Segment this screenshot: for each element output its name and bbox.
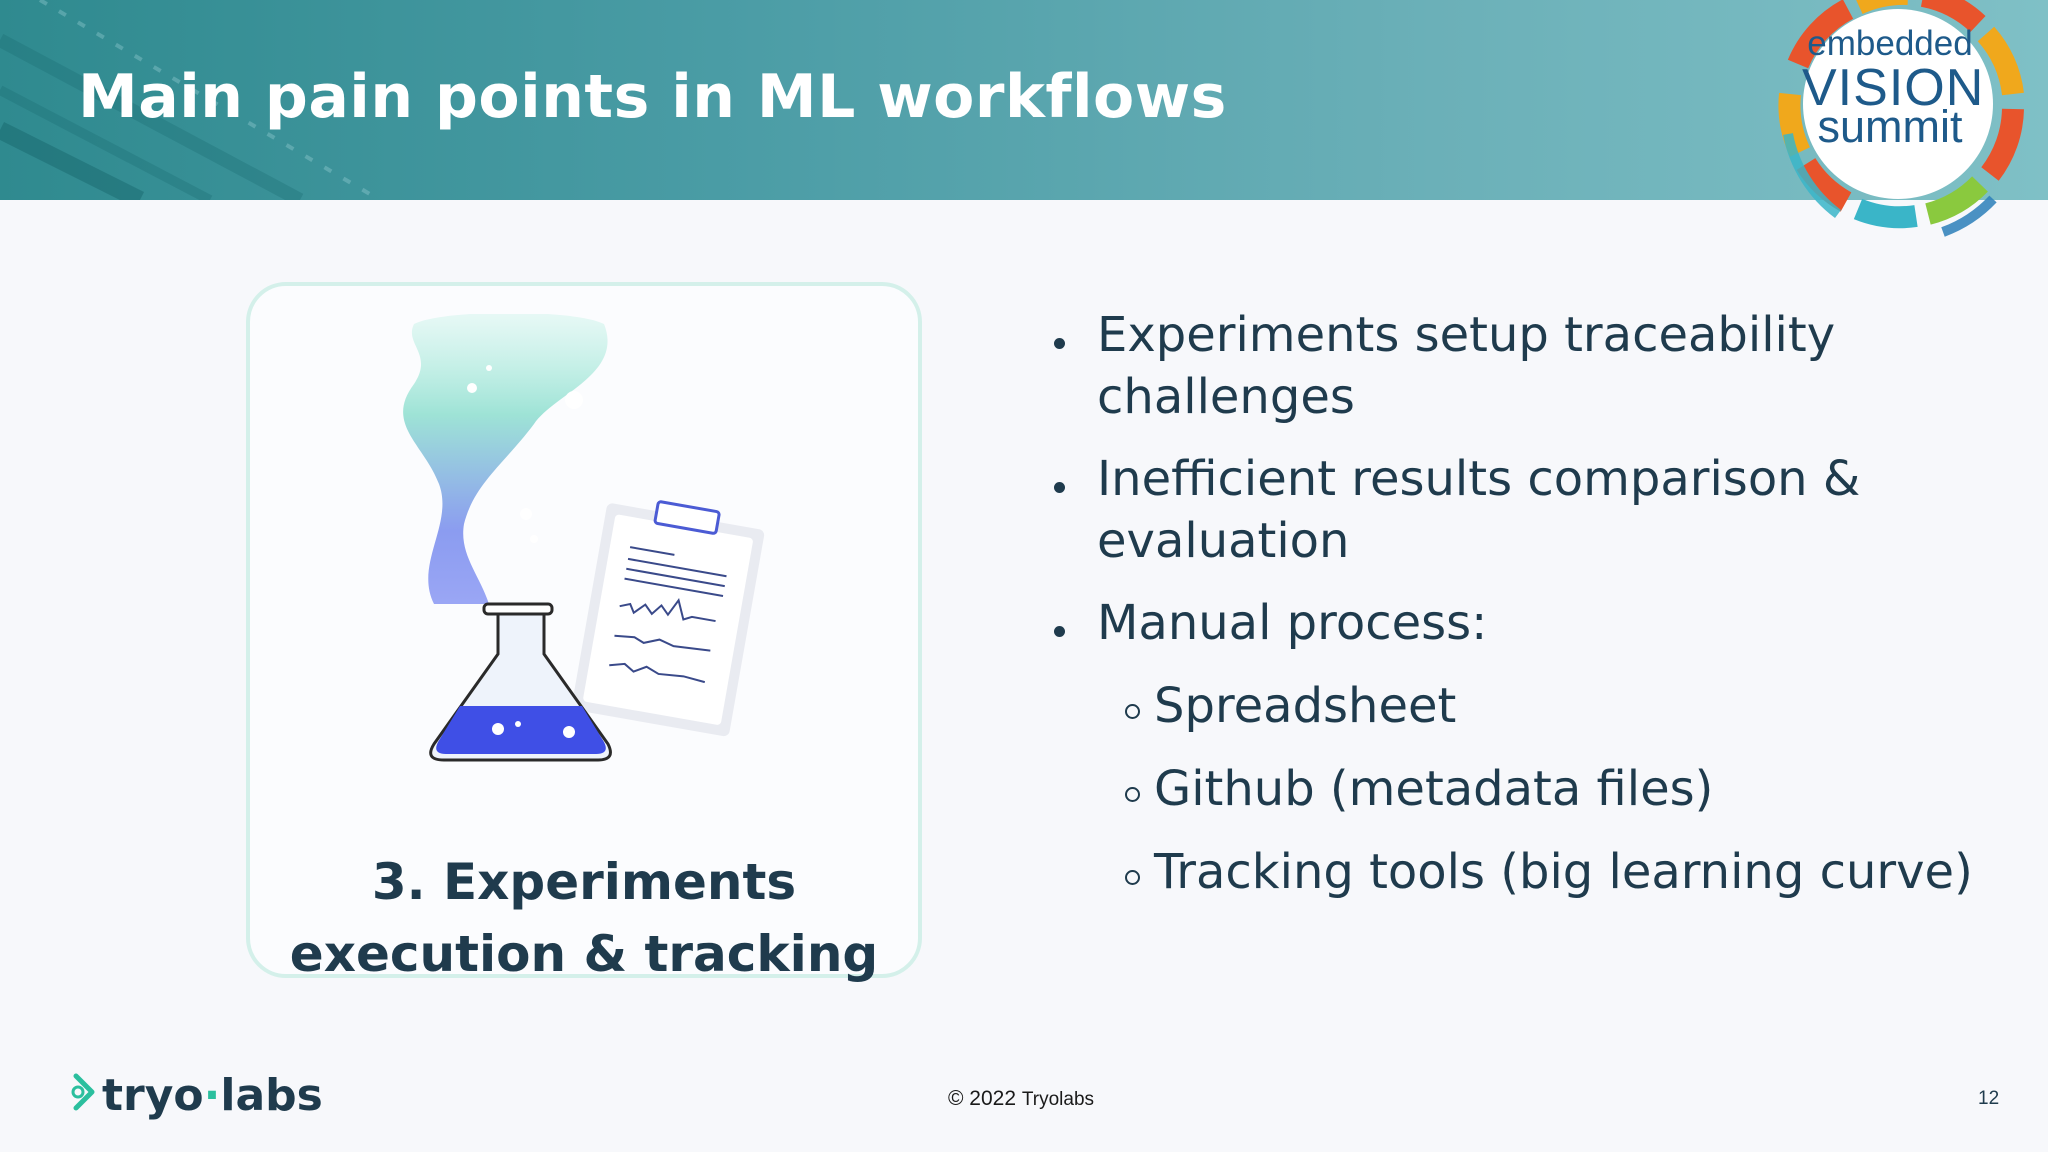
sub-bullet-circle-icon: [1125, 787, 1140, 802]
bullet-1-line2: challenges: [1097, 369, 1355, 425]
sub-bullet-1: Spreadsheet: [1154, 678, 1457, 734]
tryolabs-logo-part2: labs: [220, 1070, 323, 1121]
bullet-dot-icon: [1054, 338, 1065, 349]
summit-logo-line3: summit: [1817, 101, 1963, 152]
copyright-notice: © 2022 Tryolabs: [948, 1087, 1094, 1111]
tryolabs-logo-icon: [71, 1073, 95, 1111]
slide-title: Main pain points in ML workflows: [78, 62, 1227, 132]
tryolabs-logo-part1: tryo: [102, 1070, 204, 1121]
sub-bullet-3: Tracking tools (big learning curve): [1154, 844, 1973, 900]
sub-bullet-circle-icon: [1125, 870, 1140, 885]
card-caption-line1: 3. Experiments: [371, 853, 797, 911]
bullet-dot-icon: [1054, 626, 1065, 637]
tryolabs-logo-text: tryo·labs: [102, 1070, 323, 1121]
sub-bullet-circle-icon: [1125, 704, 1140, 719]
embedded-vision-summit-logo: [1778, 0, 2024, 237]
copyright-prefix: © 2022: [948, 1087, 1017, 1110]
flask-and-clipboard-icon: [403, 314, 765, 762]
page-number: 12: [1978, 1088, 2000, 1109]
experiments-card: [246, 282, 922, 978]
bullet-2-line2: evaluation: [1097, 513, 1350, 569]
card-caption-line2: execution & tracking: [289, 925, 879, 983]
summit-logo-line1: embedded: [1807, 24, 1973, 63]
slide-header: Main pain points in ML workflows: [0, 0, 2048, 200]
bullet-dot-icon: [1054, 482, 1065, 493]
copyright-brand: Tryolabs: [1021, 1089, 1095, 1110]
card-caption: 3. Experiments execution & tracking: [246, 846, 922, 990]
bullet-2-line1: Inefficient results comparison &: [1097, 451, 1861, 507]
tryolabs-logo-dot: ·: [203, 1070, 221, 1121]
header-decoration: [0, 0, 382, 200]
bullet-3-line1: Manual process:: [1097, 595, 1488, 651]
summit-logo-line2: VISION: [1802, 59, 1985, 117]
sub-bullet-2: Github (metadata files): [1154, 761, 1714, 817]
bullet-1-line1: Experiments setup traceability: [1097, 307, 1836, 363]
